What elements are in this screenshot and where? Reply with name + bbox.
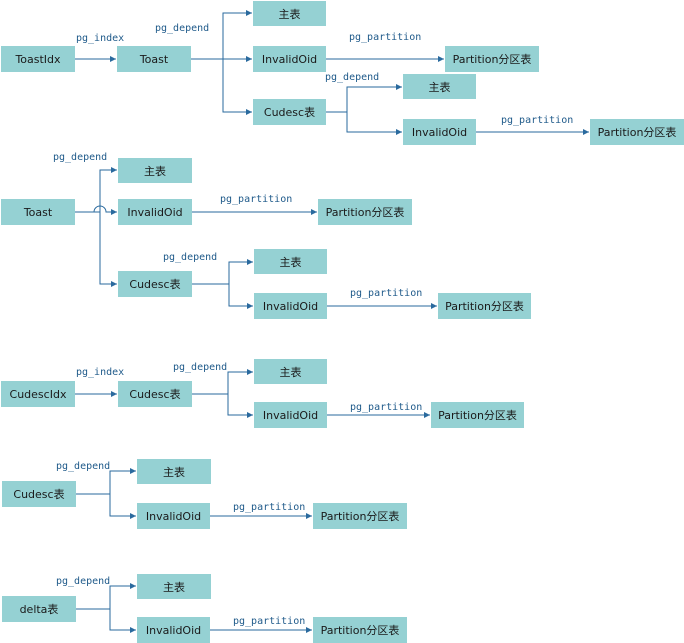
node-toastidx: ToastIdx: [1, 46, 75, 72]
node-main-table: 主表: [137, 574, 211, 599]
edge-label-pg-partition-2: pg_partition: [350, 288, 423, 299]
node-partition: Partition分区表: [313, 617, 407, 643]
node-toast: Toast: [117, 46, 191, 72]
edge-d4-cudesc-main: [76, 468, 136, 495]
edge-cudesc-main: [326, 84, 402, 113]
node-invalidoid: InvalidOid: [137, 617, 210, 643]
edge-cudesc-invalidoid: [346, 112, 402, 135]
edge-label-pg-depend-2: pg_depend: [325, 72, 380, 83]
edge-label-pg-depend-2: pg_depend: [163, 252, 218, 263]
node-main-table: 主表: [253, 1, 326, 26]
node-main-table-2: 主表: [254, 249, 327, 274]
node-invalidoid: InvalidOid: [118, 199, 192, 225]
node-partition-2: Partition分区表: [438, 293, 531, 319]
node-main-table: 主表: [137, 459, 211, 484]
edge-d4-cudesc-invalidoid: [109, 494, 136, 519]
node-cudescidx: CudescIdx: [1, 381, 75, 407]
edge-toast-main: [191, 10, 252, 60]
node-invalidoid: InvalidOid: [137, 503, 210, 529]
edge-d5-delta-main: [76, 583, 136, 610]
edge-label-pg-partition: pg_partition: [220, 194, 293, 205]
edge-label-pg-depend: pg_depend: [53, 152, 108, 163]
node-partition-2: Partition分区表: [590, 119, 684, 145]
edge-d2-cudesc-main: [192, 259, 253, 285]
node-main-table: 主表: [254, 359, 327, 384]
node-toast: Toast: [1, 199, 75, 225]
edge-toast2-invalidoid: [75, 205, 117, 215]
node-cudesc: Cudesc表: [2, 481, 76, 507]
edge-d2-cudesc-invalidoid: [228, 284, 253, 309]
edge-label-pg-index: pg_index: [76, 33, 125, 44]
edge-label-pg-partition: pg_partition: [233, 616, 306, 627]
node-partition: Partition分区表: [313, 503, 407, 529]
edge-toast2-main: [75, 167, 117, 213]
node-invalidoid: InvalidOid: [253, 46, 326, 72]
edge-label-pg-partition: pg_partition: [233, 502, 306, 513]
node-cudesc: Cudesc表: [253, 99, 326, 125]
edge-label-pg-partition: pg_partition: [350, 402, 423, 413]
edge-d5-delta-invalidoid: [109, 609, 136, 633]
edge-label-pg-index: pg_index: [76, 367, 125, 378]
edge-label-pg-depend: pg_depend: [56, 461, 111, 472]
node-invalidoid: InvalidOid: [254, 402, 327, 428]
edge-d3-cudesc-main: [192, 369, 253, 395]
node-delta: delta表: [2, 596, 76, 622]
node-main-table-2: 主表: [403, 74, 476, 99]
node-partition: Partition分区表: [318, 199, 412, 225]
edge-label-pg-depend: pg_depend: [173, 362, 228, 373]
edge-label-pg-depend: pg_depend: [155, 23, 210, 34]
node-cudesc: Cudesc表: [118, 381, 192, 407]
node-invalidoid-2: InvalidOid: [403, 119, 476, 145]
edge-toast2-cudesc: [99, 212, 117, 287]
edge-label-pg-depend: pg_depend: [56, 576, 111, 587]
node-partition: Partition分区表: [431, 402, 524, 428]
edge-label-pg-partition: pg_partition: [349, 32, 422, 43]
edge-d3-cudesc-invalidoid: [227, 394, 253, 418]
node-main-table: 主表: [118, 158, 192, 183]
node-partition: Partition分区表: [445, 46, 539, 72]
node-invalidoid-2: InvalidOid: [254, 293, 327, 319]
edge-label-pg-partition-2: pg_partition: [501, 115, 574, 126]
node-cudesc: Cudesc表: [118, 271, 192, 297]
edge-toast-cudesc: [222, 59, 252, 115]
